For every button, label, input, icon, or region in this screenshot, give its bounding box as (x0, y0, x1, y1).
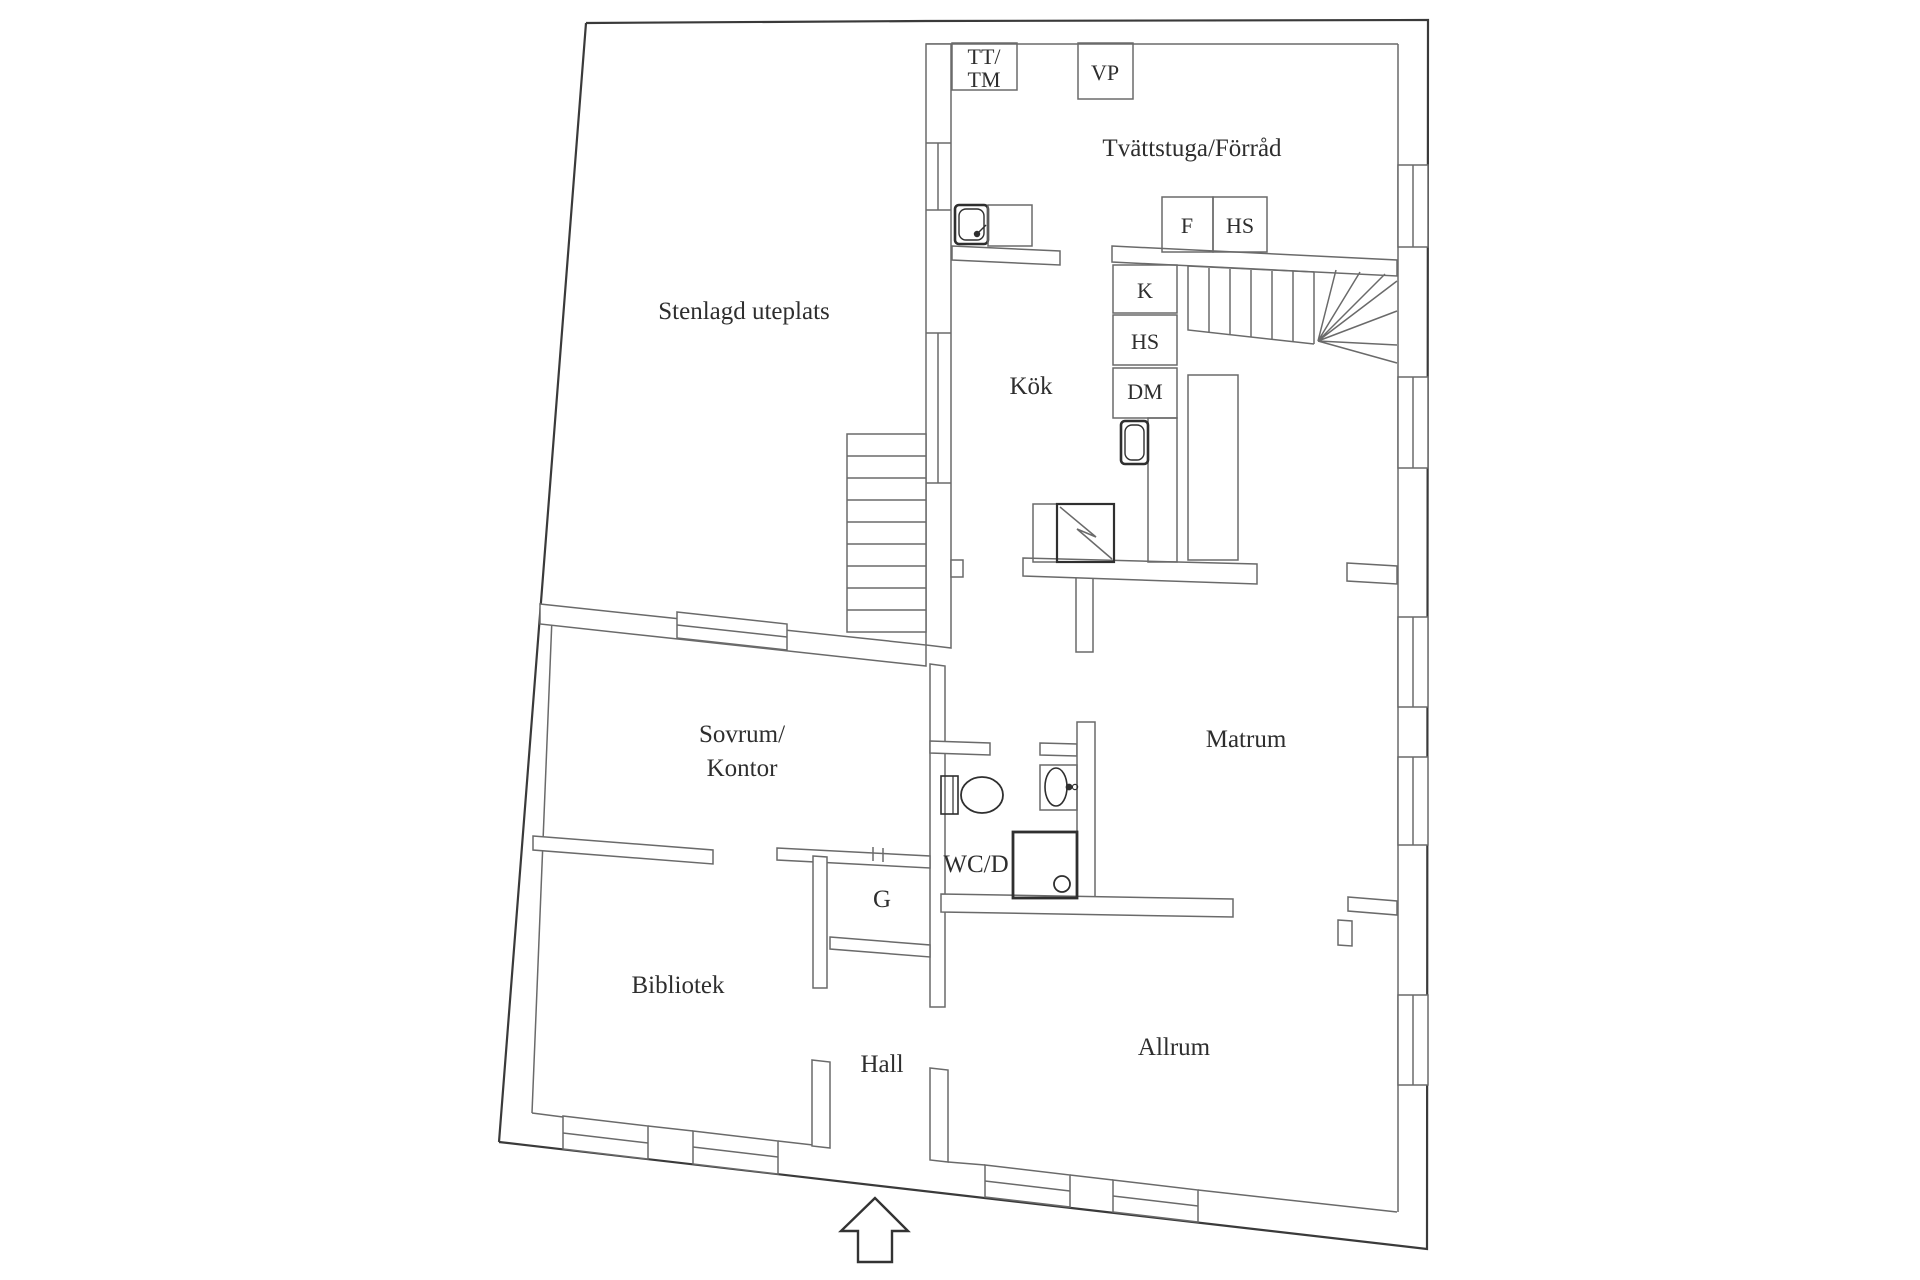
shower-icon (1011, 830, 1079, 900)
stairs-interior (1187, 265, 1398, 364)
label-patio: Stenlagd uteplats (658, 298, 830, 325)
window-patio-upper (926, 142, 951, 211)
dryer-washer-box (951, 42, 1018, 91)
wall-dining-top-right-stub (1346, 562, 1398, 585)
wall-bedroom-bottom-left (532, 835, 714, 865)
label-bedroom-line2: Kontor (707, 755, 779, 782)
window-right-1 (1397, 164, 1429, 248)
washbasin-icon (1044, 767, 1068, 807)
label-freezer: F (1181, 213, 1193, 238)
wall-kitchen-bottom (1022, 557, 1258, 585)
label-cabinet-top: HS (1226, 213, 1254, 238)
counter-front-band (951, 245, 1061, 266)
label-wc: WC/D (943, 851, 1008, 878)
stove-zigzag (1059, 506, 1113, 560)
wall-kitchen-west-bump (950, 559, 964, 578)
kitchen-sink-icon (1119, 419, 1150, 466)
label-hall: Hall (860, 1051, 903, 1078)
window-right-5 (1397, 994, 1429, 1086)
stove-counter (1032, 503, 1058, 563)
window-right-4 (1397, 756, 1429, 846)
fixtures (940, 42, 1268, 900)
wall-living-top-right (1347, 896, 1398, 916)
cabinet-top-box (1212, 196, 1268, 253)
wall-dining-bottom (940, 893, 1234, 918)
windows (562, 142, 1429, 1223)
label-dishwasher: DM (1127, 379, 1162, 404)
heat-pump-box (1077, 42, 1134, 100)
cabinet-mid-box (1112, 314, 1178, 366)
label-closet: G (873, 886, 891, 913)
washbasin-knob (1071, 783, 1079, 791)
stairs-patio (846, 433, 927, 633)
stove-icon (1055, 502, 1116, 564)
appliance-labels: TT/ TM VP F HS K HS DM (968, 44, 1255, 404)
laundry-counter (987, 204, 1033, 247)
label-fridge: K (1137, 278, 1153, 303)
wall-dining-west-stub (1075, 572, 1094, 653)
toilet-tank (940, 775, 959, 815)
wall-wc-top-right (1039, 742, 1078, 757)
wall-closet-bottom (829, 936, 931, 958)
label-living: Allrum (1138, 1034, 1211, 1061)
patio-stairs-outline (846, 433, 927, 633)
window-bottom-2 (692, 1130, 779, 1175)
entrance-arrow-icon (838, 1196, 911, 1264)
wall-living-top-tick (1337, 919, 1353, 947)
patio-stair-treads (847, 455, 926, 611)
label-dryer-washer-2: TM (968, 67, 1001, 92)
label-dining: Matrum (1206, 726, 1287, 753)
wall-wc-top-left (929, 740, 991, 756)
wall-entrance-jamb-right (929, 1067, 949, 1163)
wall-understair-closet (1187, 374, 1239, 561)
house-inner-wall-left (531, 617, 553, 1114)
room-labels: Stenlagd uteplats Tvättstuga/Förråd Kök … (631, 135, 1286, 1078)
window-right-3 (1397, 616, 1429, 708)
dishwasher-box (1112, 367, 1178, 419)
wall-laundry-bottom (1111, 245, 1398, 277)
house-inner-wall-bottom (531, 1112, 1398, 1213)
label-laundry: Tvättstuga/Förråd (1102, 135, 1282, 162)
toilet-icon (960, 776, 1004, 814)
wall-wc-east (1076, 721, 1096, 898)
stair-winder-fan (1317, 269, 1398, 364)
wall-bedroom-bottom-right (776, 847, 931, 869)
label-bedroom-line1: Sovrum/ (699, 721, 785, 748)
label-heat-pump: VP (1091, 60, 1119, 85)
laundry-sink-icon (953, 203, 990, 246)
window-bottom-1 (562, 1115, 649, 1160)
shower-drain (1053, 875, 1071, 893)
wall-library-east (812, 855, 828, 989)
window-bedroom-top (676, 611, 788, 651)
fridge-box (1112, 264, 1178, 314)
washbasin-tap (1065, 783, 1073, 791)
window-right-2 (1397, 376, 1429, 469)
window-bottom-4 (1112, 1179, 1199, 1223)
kitchen-sink-basin (1124, 424, 1145, 461)
laundry-sink-lever (976, 224, 987, 235)
interior-walls (532, 43, 1398, 1163)
window-patio-lower (926, 332, 951, 484)
label-library: Bibliotek (631, 972, 725, 999)
label-cabinet-mid: HS (1131, 329, 1159, 354)
patio-boundary-line (497, 19, 927, 1143)
laundry-sink-basin (958, 208, 985, 241)
label-dryer-washer-1: TT/ (968, 44, 1002, 69)
kitchen-tall-counter (1147, 417, 1178, 563)
window-bottom-3 (984, 1164, 1071, 1208)
wall-corridor-west (929, 663, 946, 1008)
wall-entrance-jamb-left (811, 1059, 831, 1149)
label-kitchen: Kök (1009, 373, 1053, 400)
